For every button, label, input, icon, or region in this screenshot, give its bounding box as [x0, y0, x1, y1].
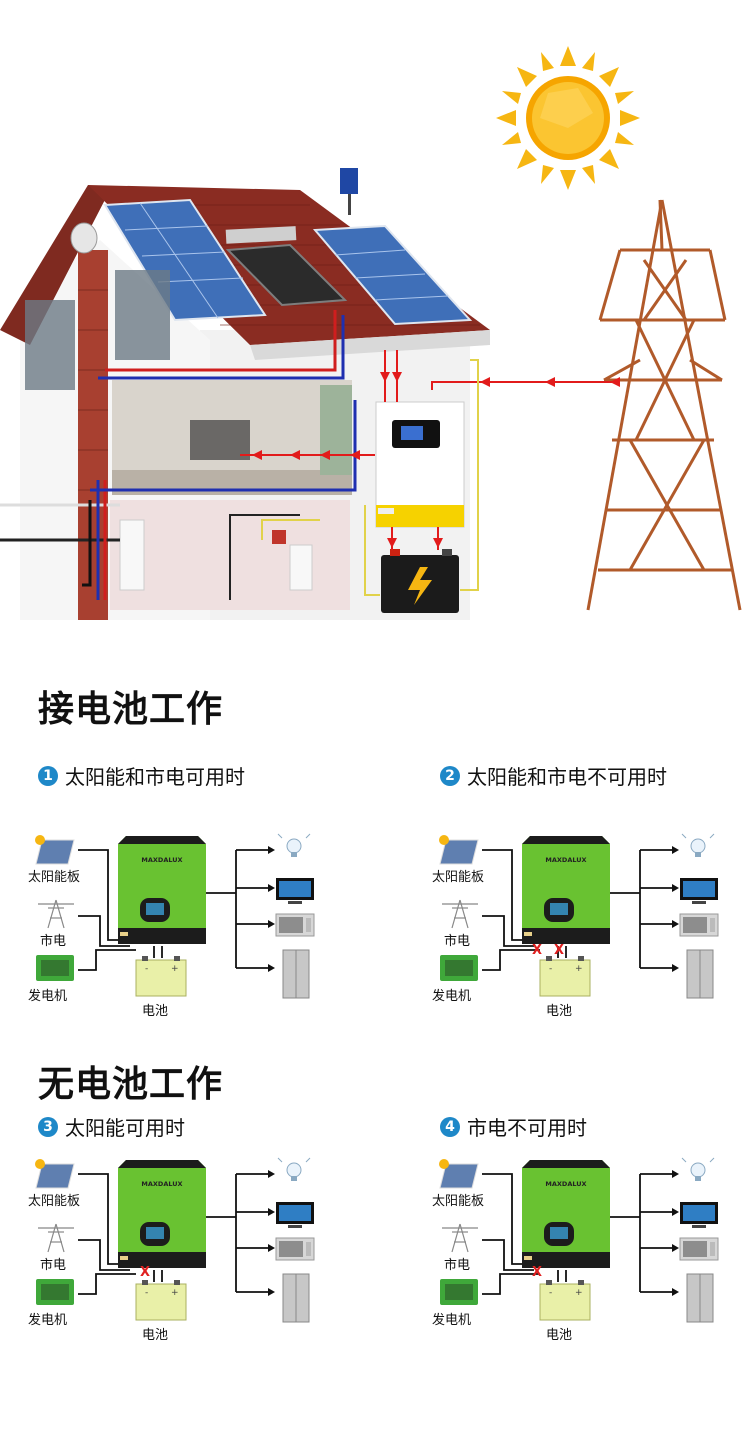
microwave-icon [275, 913, 315, 937]
transmission-tower-icon [38, 1223, 74, 1253]
inverter-icon: MAXDALUX [118, 1160, 206, 1268]
x-mark: X [140, 1265, 150, 1280]
scenario-title-3: 3 太阳能可用时 [38, 1112, 185, 1141]
scenario-label: 太阳能和市电不可用时 [467, 765, 667, 789]
label-generator: 发电机 [28, 1313, 68, 1328]
diagram-graphic: MAXDALUX - + [35, 1157, 315, 1323]
sun-icon [496, 46, 640, 190]
fridge-icon [282, 1273, 310, 1323]
scenario-diagram-4: MAXDALUX - + [432, 1152, 732, 1352]
inverter-icon [375, 401, 465, 528]
tv-icon [680, 1202, 718, 1228]
hero-illustration [0, 46, 742, 620]
solar-panel-icon [35, 1159, 75, 1189]
battery-icon: - + [135, 956, 187, 997]
house-icon [0, 168, 490, 620]
scenario-label: 太阳能和市电可用时 [65, 765, 245, 789]
battery-plus-sign: + [575, 964, 583, 974]
battery-icon: - + [135, 1280, 187, 1321]
transmission-tower-icon [442, 1223, 478, 1253]
scenario-title-4: 4 市电不可用时 [440, 1112, 587, 1141]
generator-icon [440, 955, 478, 981]
label-battery: 电池 [546, 1328, 573, 1343]
x-mark: X [532, 1265, 542, 1280]
transmission-tower-icon [442, 899, 478, 929]
tv-icon [276, 1202, 314, 1228]
tv-icon [680, 878, 718, 904]
light-bulb-icon [277, 833, 311, 857]
inverter-brand: MAXDALUX [141, 1180, 182, 1188]
section-title-with-battery: 接电池工作 [38, 689, 224, 730]
label-grid: 市电 [444, 1258, 471, 1273]
tv-icon [276, 878, 314, 904]
scenario-diagram-3: MAXDALUX - + [28, 1152, 328, 1352]
scenario-label: 市电不可用时 [467, 1116, 587, 1140]
scenario-title-2: 2 太阳能和市电不可用时 [440, 761, 667, 790]
scenario-title-1: 1 太阳能和市电可用时 [38, 761, 245, 790]
microwave-icon [679, 913, 719, 937]
fridge-icon [686, 1273, 714, 1323]
battery-plus-sign: + [171, 1288, 179, 1298]
x-mark: X [554, 943, 564, 958]
light-bulb-icon [681, 1157, 715, 1181]
microwave-icon [275, 1237, 315, 1261]
battery-icon [381, 549, 459, 613]
label-battery: 电池 [142, 1004, 169, 1019]
battery-minus-sign: - [145, 1288, 148, 1298]
light-bulb-icon [277, 1157, 311, 1181]
transmission-tower-icon [38, 899, 74, 929]
scenario-diagram-1: MAXDALUX - + [28, 828, 328, 1028]
number-badge: 1 [38, 765, 58, 786]
label-battery: 电池 [546, 1004, 573, 1019]
inverter-icon: MAXDALUX [522, 836, 610, 944]
label-grid: 市电 [40, 934, 67, 949]
label-generator: 发电机 [432, 1313, 472, 1328]
diagram-graphic: MAXDALUX - + [439, 833, 719, 999]
generator-icon [36, 1279, 74, 1305]
label-battery: 电池 [142, 1328, 169, 1343]
label-generator: 发电机 [432, 989, 472, 1004]
label-solar: 太阳能板 [432, 1194, 485, 1209]
battery-icon: - + [539, 1280, 591, 1321]
inverter-icon: MAXDALUX [522, 1160, 610, 1268]
label-solar: 太阳能板 [432, 870, 485, 885]
x-mark: X [532, 943, 542, 958]
fridge-icon [686, 949, 714, 999]
battery-plus-sign: + [171, 964, 179, 974]
battery-minus-sign: - [145, 964, 148, 974]
solar-panel-icon [439, 835, 479, 865]
inverter-brand: MAXDALUX [545, 1180, 586, 1188]
number-badge: 2 [440, 765, 460, 786]
label-grid: 市电 [40, 1258, 67, 1273]
inverter-icon: MAXDALUX [118, 836, 206, 944]
label-generator: 发电机 [28, 989, 68, 1004]
generator-icon [36, 955, 74, 981]
scenario-diagram-2: MAXDALUX - + [432, 828, 732, 1028]
number-badge: 3 [38, 1116, 58, 1137]
microwave-icon [679, 1237, 719, 1261]
diagram-graphic: MAXDALUX - + [439, 1157, 719, 1323]
inverter-brand: MAXDALUX [141, 856, 182, 864]
label-grid: 市电 [444, 934, 471, 949]
scenario-label: 太阳能可用时 [65, 1116, 185, 1140]
section-title-without-battery: 无电池工作 [38, 1064, 224, 1105]
battery-icon: - + [539, 956, 591, 997]
generator-icon [440, 1279, 478, 1305]
battery-minus-sign: - [549, 1288, 552, 1298]
solar-panel-icon [35, 835, 75, 865]
battery-minus-sign: - [549, 964, 552, 974]
label-solar: 太阳能板 [28, 870, 81, 885]
number-badge: 4 [440, 1116, 460, 1137]
solar-panel-icon [439, 1159, 479, 1189]
inverter-brand: MAXDALUX [545, 856, 586, 864]
diagram-graphic: MAXDALUX - + [35, 833, 315, 999]
fridge-icon [282, 949, 310, 999]
battery-plus-sign: + [575, 1288, 583, 1298]
light-bulb-icon [681, 833, 715, 857]
transmission-tower-icon [586, 199, 742, 611]
label-solar: 太阳能板 [28, 1194, 81, 1209]
